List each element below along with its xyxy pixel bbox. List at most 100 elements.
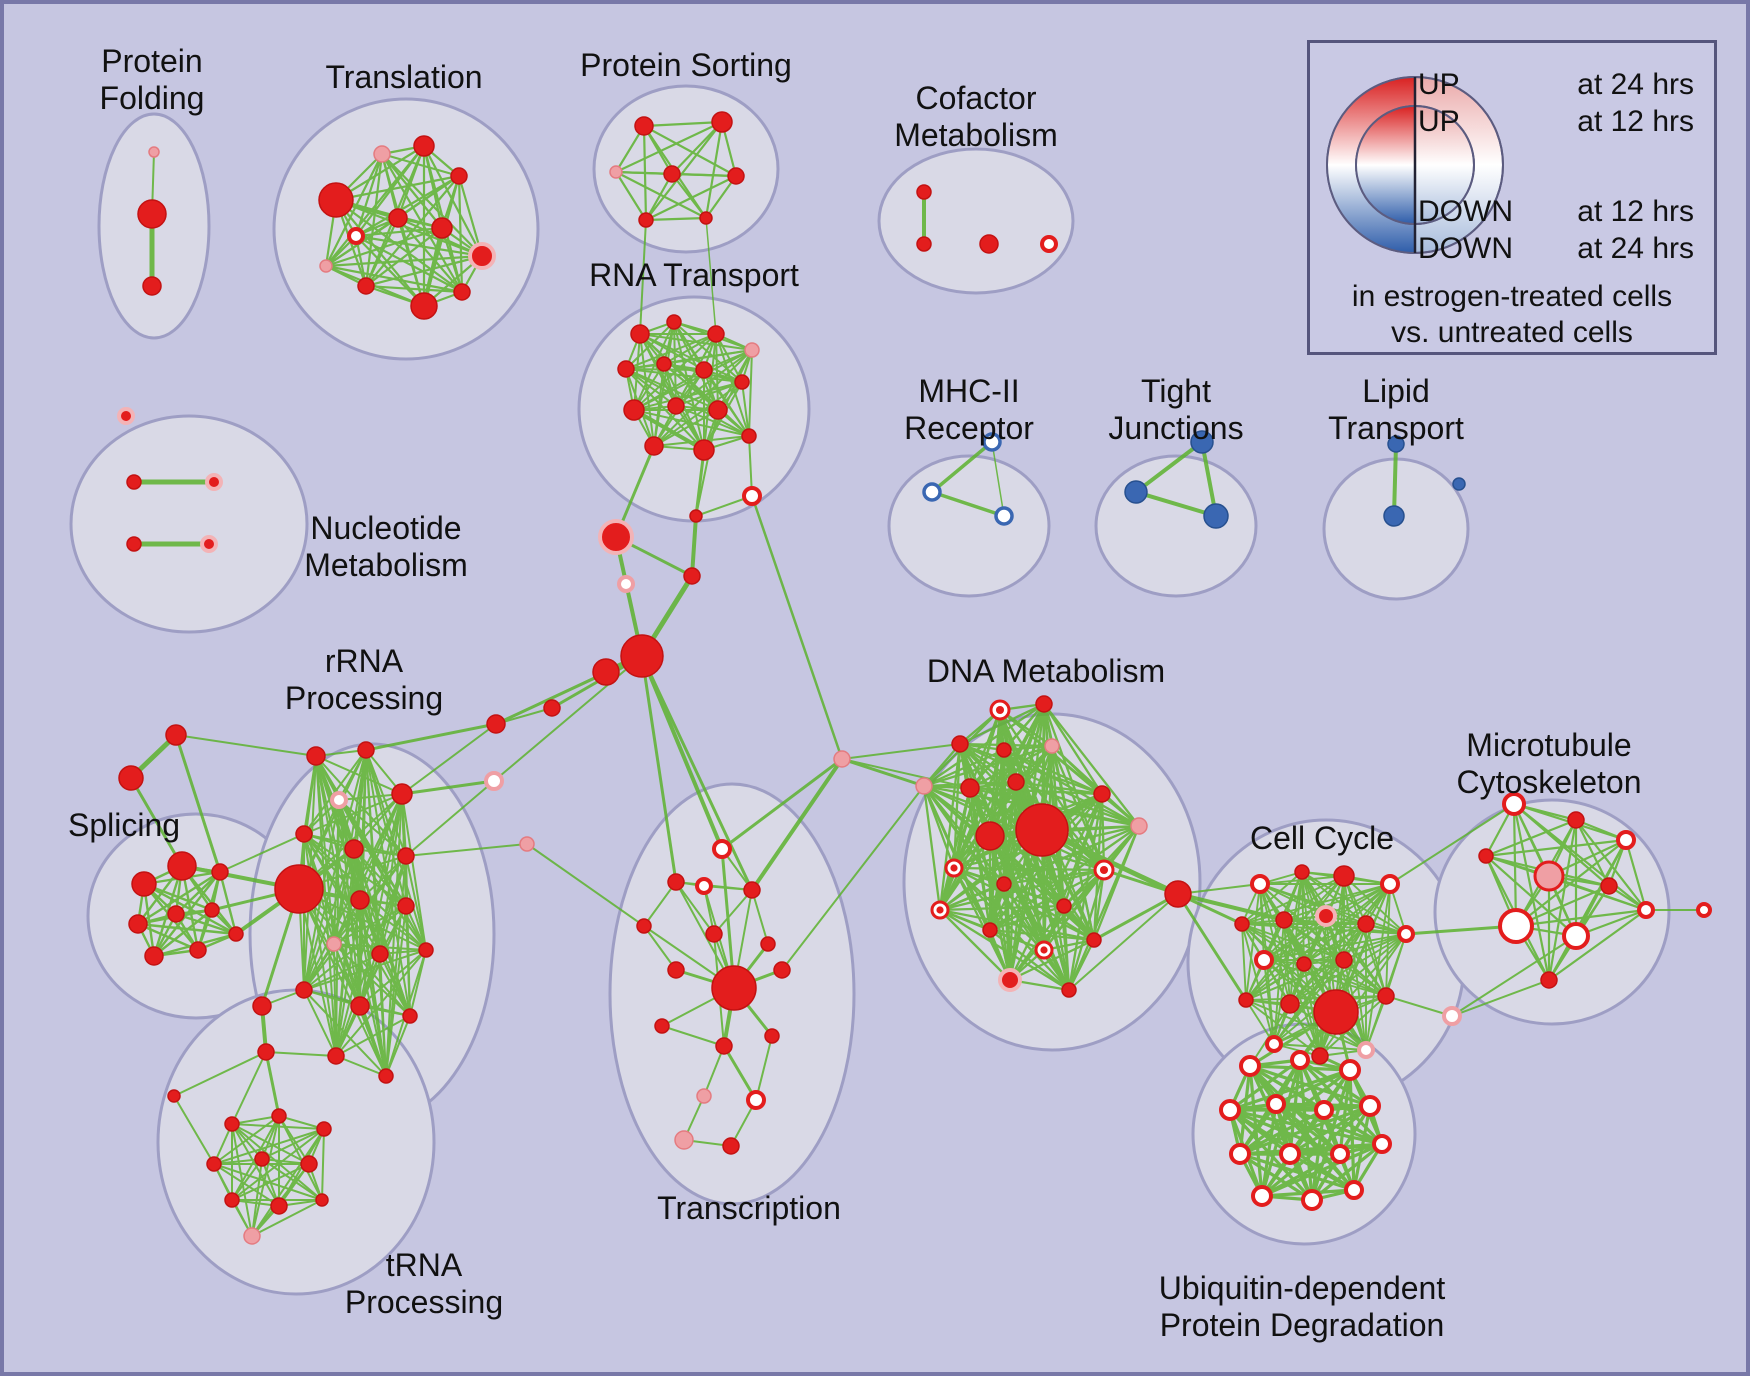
node-rr6 xyxy=(344,839,364,859)
node-cy7 xyxy=(1315,905,1337,927)
node-br1 xyxy=(1442,1006,1462,1026)
node-tc11 xyxy=(654,1018,670,1034)
node-tr11 xyxy=(410,292,438,320)
node-cy3 xyxy=(1333,865,1355,887)
node-tj1 xyxy=(1190,430,1214,454)
node-dm12 xyxy=(1130,817,1148,835)
node-rt9 xyxy=(623,399,645,421)
node-sp5 xyxy=(167,905,185,923)
node-mc1 xyxy=(1502,792,1526,816)
legend-inner-left-half xyxy=(1356,106,1415,224)
node-mc3 xyxy=(1616,830,1636,850)
node-tr9 xyxy=(319,259,333,273)
node-dm21 xyxy=(998,968,1022,992)
node-tc6 xyxy=(705,925,723,943)
node-cy4 xyxy=(1380,874,1400,894)
node-ub2 xyxy=(1290,1050,1310,1070)
node-tc3 xyxy=(695,877,713,895)
node-tc7 xyxy=(760,936,776,952)
node-tn0 xyxy=(252,996,272,1016)
node-x4c xyxy=(617,575,635,593)
node-tr5 xyxy=(347,227,365,245)
cluster-translation xyxy=(272,97,540,361)
node-ub7 xyxy=(1359,1095,1381,1117)
cluster-nucleotide-metabolism xyxy=(69,414,309,634)
node-ub4 xyxy=(1219,1099,1241,1121)
legend-row-up-24: UP at 24 hrs xyxy=(1418,67,1694,103)
cluster-mhc-ii-receptor xyxy=(887,454,1051,598)
node-ub14 xyxy=(1344,1180,1364,1200)
node-tn1 xyxy=(257,1043,275,1061)
legend-caption-line1: in estrogen-treated cells xyxy=(1351,280,1673,313)
node-tr10 xyxy=(357,277,375,295)
node-sp1 xyxy=(131,871,157,897)
node-L1 xyxy=(833,750,851,768)
node-cy16 xyxy=(1377,987,1395,1005)
node-ub5 xyxy=(1266,1094,1286,1114)
node-dm9 xyxy=(1015,803,1069,857)
label-translation: Translation xyxy=(325,59,482,95)
node-tn6 xyxy=(206,1156,222,1172)
label-cell-cycle: Cell Cycle xyxy=(1250,820,1394,856)
node-tr3 xyxy=(413,135,435,157)
node-cm4 xyxy=(1040,235,1058,253)
node-rr11 xyxy=(326,936,342,952)
label-splicing: Splicing xyxy=(68,807,180,843)
node-tc1 xyxy=(712,839,732,859)
node-tn12 xyxy=(243,1227,261,1245)
node-ub12 xyxy=(1251,1185,1273,1207)
node-mc9 xyxy=(1637,901,1655,919)
node-tn9 xyxy=(224,1192,240,1208)
node-nm3 xyxy=(205,473,223,491)
node-tc15 xyxy=(746,1090,766,1110)
legend-box: UP at 24 hrs UP at 12 hrs DOWN at 12 hrs… xyxy=(1307,40,1717,355)
node-rr10 xyxy=(397,897,415,915)
node-tc13 xyxy=(764,1028,780,1044)
node-sp6 xyxy=(204,902,220,918)
node-cy19 xyxy=(1357,1041,1375,1059)
node-i1 xyxy=(486,714,506,734)
node-pf1 xyxy=(148,146,160,158)
node-tn5 xyxy=(316,1121,332,1137)
legend-updown-glyph xyxy=(1326,76,1504,254)
node-x3 xyxy=(742,486,762,506)
node-cm1 xyxy=(916,184,932,200)
node-rt3 xyxy=(707,325,725,343)
node-rt2 xyxy=(666,314,682,330)
node-rt12 xyxy=(644,436,664,456)
node-dm22 xyxy=(1061,982,1077,998)
legend-caption-line2: vs. untreated cells xyxy=(1391,316,1633,349)
node-tc2 xyxy=(667,873,685,891)
node-rt14 xyxy=(741,428,757,444)
node-ps6 xyxy=(638,212,654,228)
node-sp4 xyxy=(128,914,148,934)
legend-row-up-12: UP at 12 hrs xyxy=(1418,104,1694,140)
node-ps3 xyxy=(609,165,623,179)
legend-direction-label: UP xyxy=(1418,105,1460,138)
node-ps5 xyxy=(727,167,745,185)
node-dm2 xyxy=(1035,695,1053,713)
node-ub6 xyxy=(1314,1100,1334,1120)
node-nm5 xyxy=(200,535,218,553)
node-tr7 xyxy=(431,217,453,239)
label-rna-transport: RNA Transport xyxy=(589,257,799,293)
node-tr1 xyxy=(318,182,354,218)
node-tc16 xyxy=(674,1130,694,1150)
node-dm13 xyxy=(944,858,964,878)
node-sg2 xyxy=(118,765,144,791)
node-dm5 xyxy=(1044,738,1060,754)
node-sp9 xyxy=(228,926,244,942)
node-tc5 xyxy=(636,918,652,934)
node-tn10 xyxy=(270,1197,288,1215)
node-rr5 xyxy=(295,825,313,843)
node-nm2 xyxy=(126,474,142,490)
node-tj2 xyxy=(1124,480,1148,504)
node-tr4 xyxy=(450,167,468,185)
node-tc14 xyxy=(696,1088,712,1104)
node-rr12 xyxy=(371,945,389,963)
node-dm20 xyxy=(1086,932,1102,948)
node-x1 xyxy=(689,509,703,523)
